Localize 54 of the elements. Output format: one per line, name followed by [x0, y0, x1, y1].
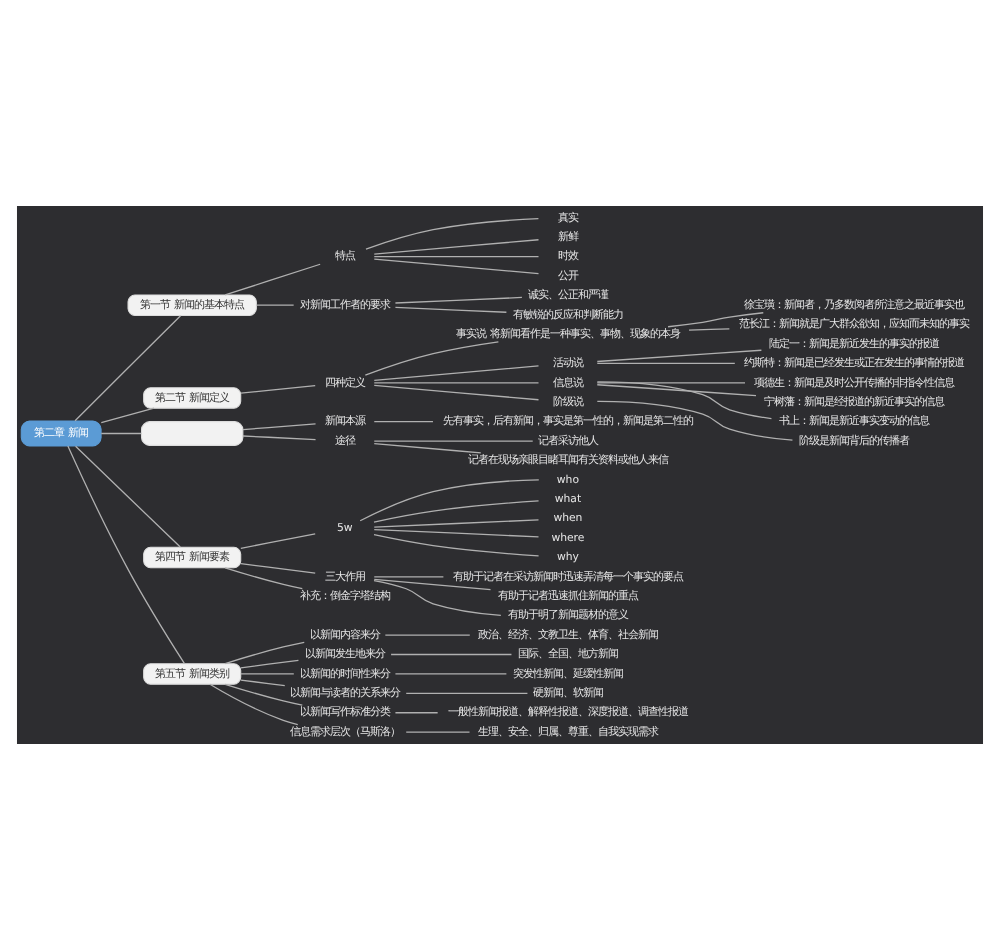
- connector: [242, 423, 317, 431]
- connector: [596, 349, 763, 363]
- connector: [240, 673, 295, 675]
- connector: [240, 562, 316, 574]
- connector: [373, 440, 534, 442]
- connector: [74, 445, 181, 548]
- connector: [596, 381, 773, 420]
- connector: [394, 306, 508, 313]
- connector: [373, 534, 540, 557]
- connector: [365, 218, 540, 250]
- connector: [667, 312, 764, 328]
- connector: [373, 442, 482, 454]
- connector: [373, 365, 540, 381]
- connector: [384, 634, 471, 636]
- connector: [394, 673, 508, 675]
- connector: [373, 382, 540, 384]
- connector: [224, 641, 305, 665]
- connector: [74, 315, 182, 422]
- connector: [373, 578, 492, 591]
- connector: [373, 258, 540, 275]
- connector: [390, 653, 513, 656]
- connector: [373, 528, 540, 538]
- connector: [224, 263, 321, 296]
- connector: [255, 304, 295, 306]
- connector: [364, 341, 500, 376]
- connector: [240, 679, 286, 687]
- connector: [688, 328, 730, 331]
- connector: [405, 731, 471, 733]
- connector: [596, 362, 736, 365]
- connector: [224, 683, 303, 706]
- connector: [373, 576, 445, 578]
- connector: [373, 239, 540, 255]
- connector: [240, 659, 300, 669]
- connector: [373, 384, 540, 401]
- connector: [100, 432, 142, 435]
- connector: [394, 296, 523, 304]
- connector: [209, 683, 299, 726]
- connector: [359, 479, 540, 522]
- connector: [240, 533, 316, 549]
- connector: [596, 384, 757, 397]
- connector: [596, 400, 794, 441]
- connector: [67, 445, 185, 665]
- connector: [224, 567, 303, 590]
- connector: [373, 579, 502, 616]
- connector: [373, 500, 540, 523]
- connector: [405, 692, 529, 694]
- connector: [373, 256, 540, 258]
- connector: [394, 712, 439, 714]
- node-box: [140, 421, 244, 446]
- connector: [373, 421, 434, 423]
- connector: [240, 385, 316, 394]
- connector: [373, 519, 540, 528]
- connector: [242, 435, 317, 441]
- connector: [100, 407, 155, 424]
